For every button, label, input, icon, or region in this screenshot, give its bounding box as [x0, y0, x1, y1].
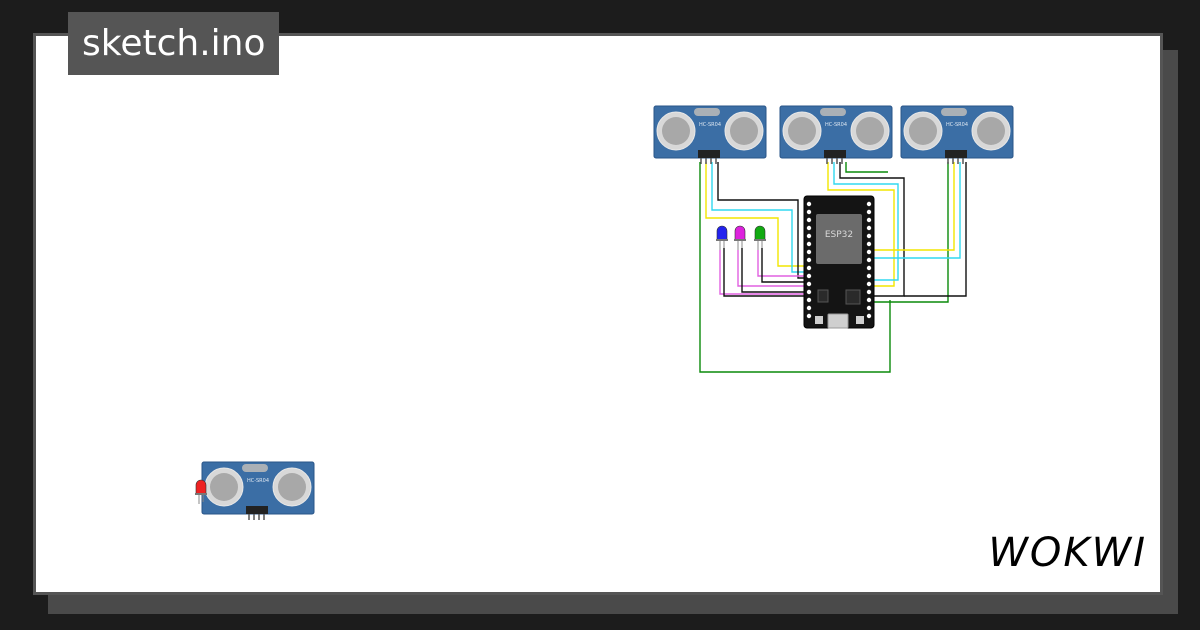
project-title: sketch.ino [68, 12, 280, 75]
esp32-label: ESP32 [825, 230, 853, 240]
wires [699, 162, 967, 373]
ultrasonic-sensor-1[interactable]: HC-SR04 [653, 105, 767, 165]
led-green[interactable] [753, 225, 767, 251]
ultrasonic-sensor-3[interactable]: HC-SR04 [900, 105, 1014, 165]
ultrasonic-sensor-4[interactable]: HC-SR04 [201, 461, 315, 521]
svg-text:HC-SR04: HC-SR04 [247, 478, 269, 484]
led-magenta[interactable] [733, 225, 747, 251]
led-blue[interactable] [715, 225, 729, 251]
svg-text:HC-SR04: HC-SR04 [699, 122, 721, 128]
svg-text:HC-SR04: HC-SR04 [946, 122, 968, 128]
esp32-board[interactable]: ESP32 [803, 195, 875, 329]
ultrasonic-sensor-2[interactable]: HC-SR04 [779, 105, 893, 165]
svg-text:HC-SR04: HC-SR04 [825, 122, 847, 128]
wokwi-logo: WOKWI [988, 530, 1147, 576]
